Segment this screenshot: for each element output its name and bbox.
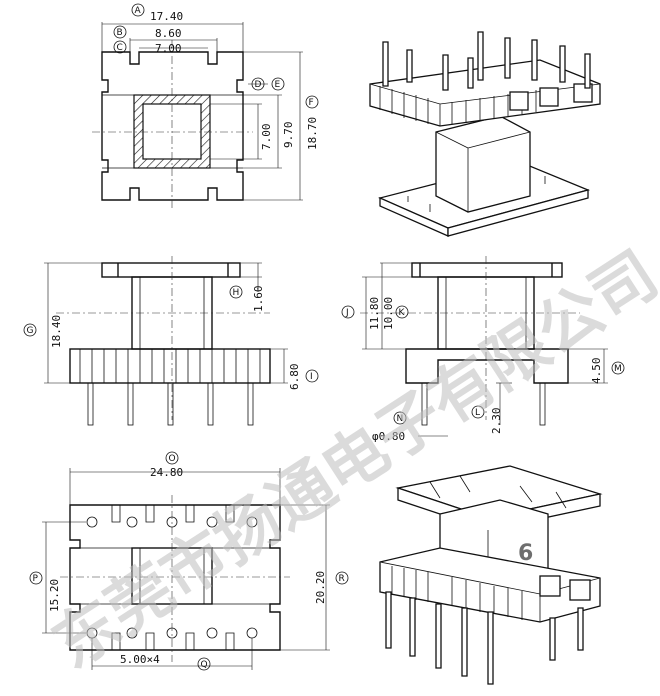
marker-e: E <box>271 77 285 91</box>
svg-text:L: L <box>475 408 480 418</box>
dim-m-value: 4.50 <box>590 358 603 385</box>
dim-o-value: 24.80 <box>150 466 183 479</box>
marker-d: D <box>251 77 265 91</box>
dim-n-value: φ0.80 <box>372 430 405 443</box>
marker-n: N <box>393 411 407 425</box>
dim-j-value: 11.80 <box>368 297 381 330</box>
marker-p: P <box>29 571 43 585</box>
svg-text:N: N <box>397 414 404 424</box>
marker-g: G <box>23 323 37 337</box>
front-view <box>44 256 288 426</box>
side-view-pins <box>421 382 546 426</box>
svg-text:P: P <box>33 574 39 584</box>
front-view-pins <box>87 382 254 426</box>
dim-k-value: 10.00 <box>382 297 395 330</box>
svg-text:M: M <box>614 364 622 374</box>
marker-f: F <box>305 95 319 109</box>
dim-e-value: 9.70 <box>282 122 295 149</box>
marker-q: Q <box>197 657 211 671</box>
dim-r-value: 20.20 <box>314 571 327 604</box>
marker-i: I <box>305 369 319 383</box>
marker-r: R <box>335 571 349 585</box>
marker-k: K <box>395 305 409 319</box>
svg-text:A: A <box>135 6 142 16</box>
dim-d-value: 7.00 <box>260 124 273 151</box>
dim-i-value: 6.80 <box>288 364 301 391</box>
svg-text:E: E <box>275 80 281 90</box>
marker-o: O <box>165 451 179 465</box>
bottom-view <box>42 468 330 670</box>
marker-b: B <box>113 25 127 39</box>
marker-m: M <box>611 361 625 375</box>
side-view <box>360 256 608 437</box>
svg-text:K: K <box>399 308 406 318</box>
dim-h-value: 1.60 <box>252 286 265 313</box>
svg-text:J: J <box>345 308 349 318</box>
dim-f-value: 18.70 <box>306 117 319 150</box>
dim-l-value: 2.30 <box>490 408 503 435</box>
top-view <box>92 22 303 210</box>
figure-number: 6 <box>518 541 533 566</box>
svg-text:D: D <box>255 80 262 90</box>
svg-text:B: B <box>117 28 123 38</box>
pins-bottom <box>385 591 584 685</box>
marker-h: H <box>229 285 243 299</box>
dim-g-value: 18.40 <box>50 315 63 348</box>
svg-text:O: O <box>169 454 176 464</box>
pins-top <box>382 31 591 91</box>
marker-j: J <box>341 305 355 319</box>
isometric-view-top <box>369 31 601 237</box>
marker-c: C <box>113 40 127 54</box>
dim-p-value: 15.20 <box>48 579 61 612</box>
isometric-view-bottom <box>379 465 603 685</box>
dim-q-value: 5.00×4 <box>120 653 160 666</box>
svg-text:G: G <box>27 326 34 336</box>
svg-text:C: C <box>117 43 123 53</box>
svg-text:R: R <box>339 574 345 584</box>
marker-a: A <box>131 3 145 17</box>
dim-a-value: 17.40 <box>150 10 183 23</box>
company-watermark: 东莞市扬通电子有限公司 <box>40 238 660 683</box>
svg-text:Q: Q <box>201 660 208 670</box>
svg-text:F: F <box>309 98 314 108</box>
dim-c-value: 7.00 <box>155 42 182 55</box>
svg-text:H: H <box>233 288 240 298</box>
marker-l: L <box>471 405 485 419</box>
svg-text:I: I <box>310 372 313 382</box>
dim-b-value: 8.60 <box>155 27 182 40</box>
